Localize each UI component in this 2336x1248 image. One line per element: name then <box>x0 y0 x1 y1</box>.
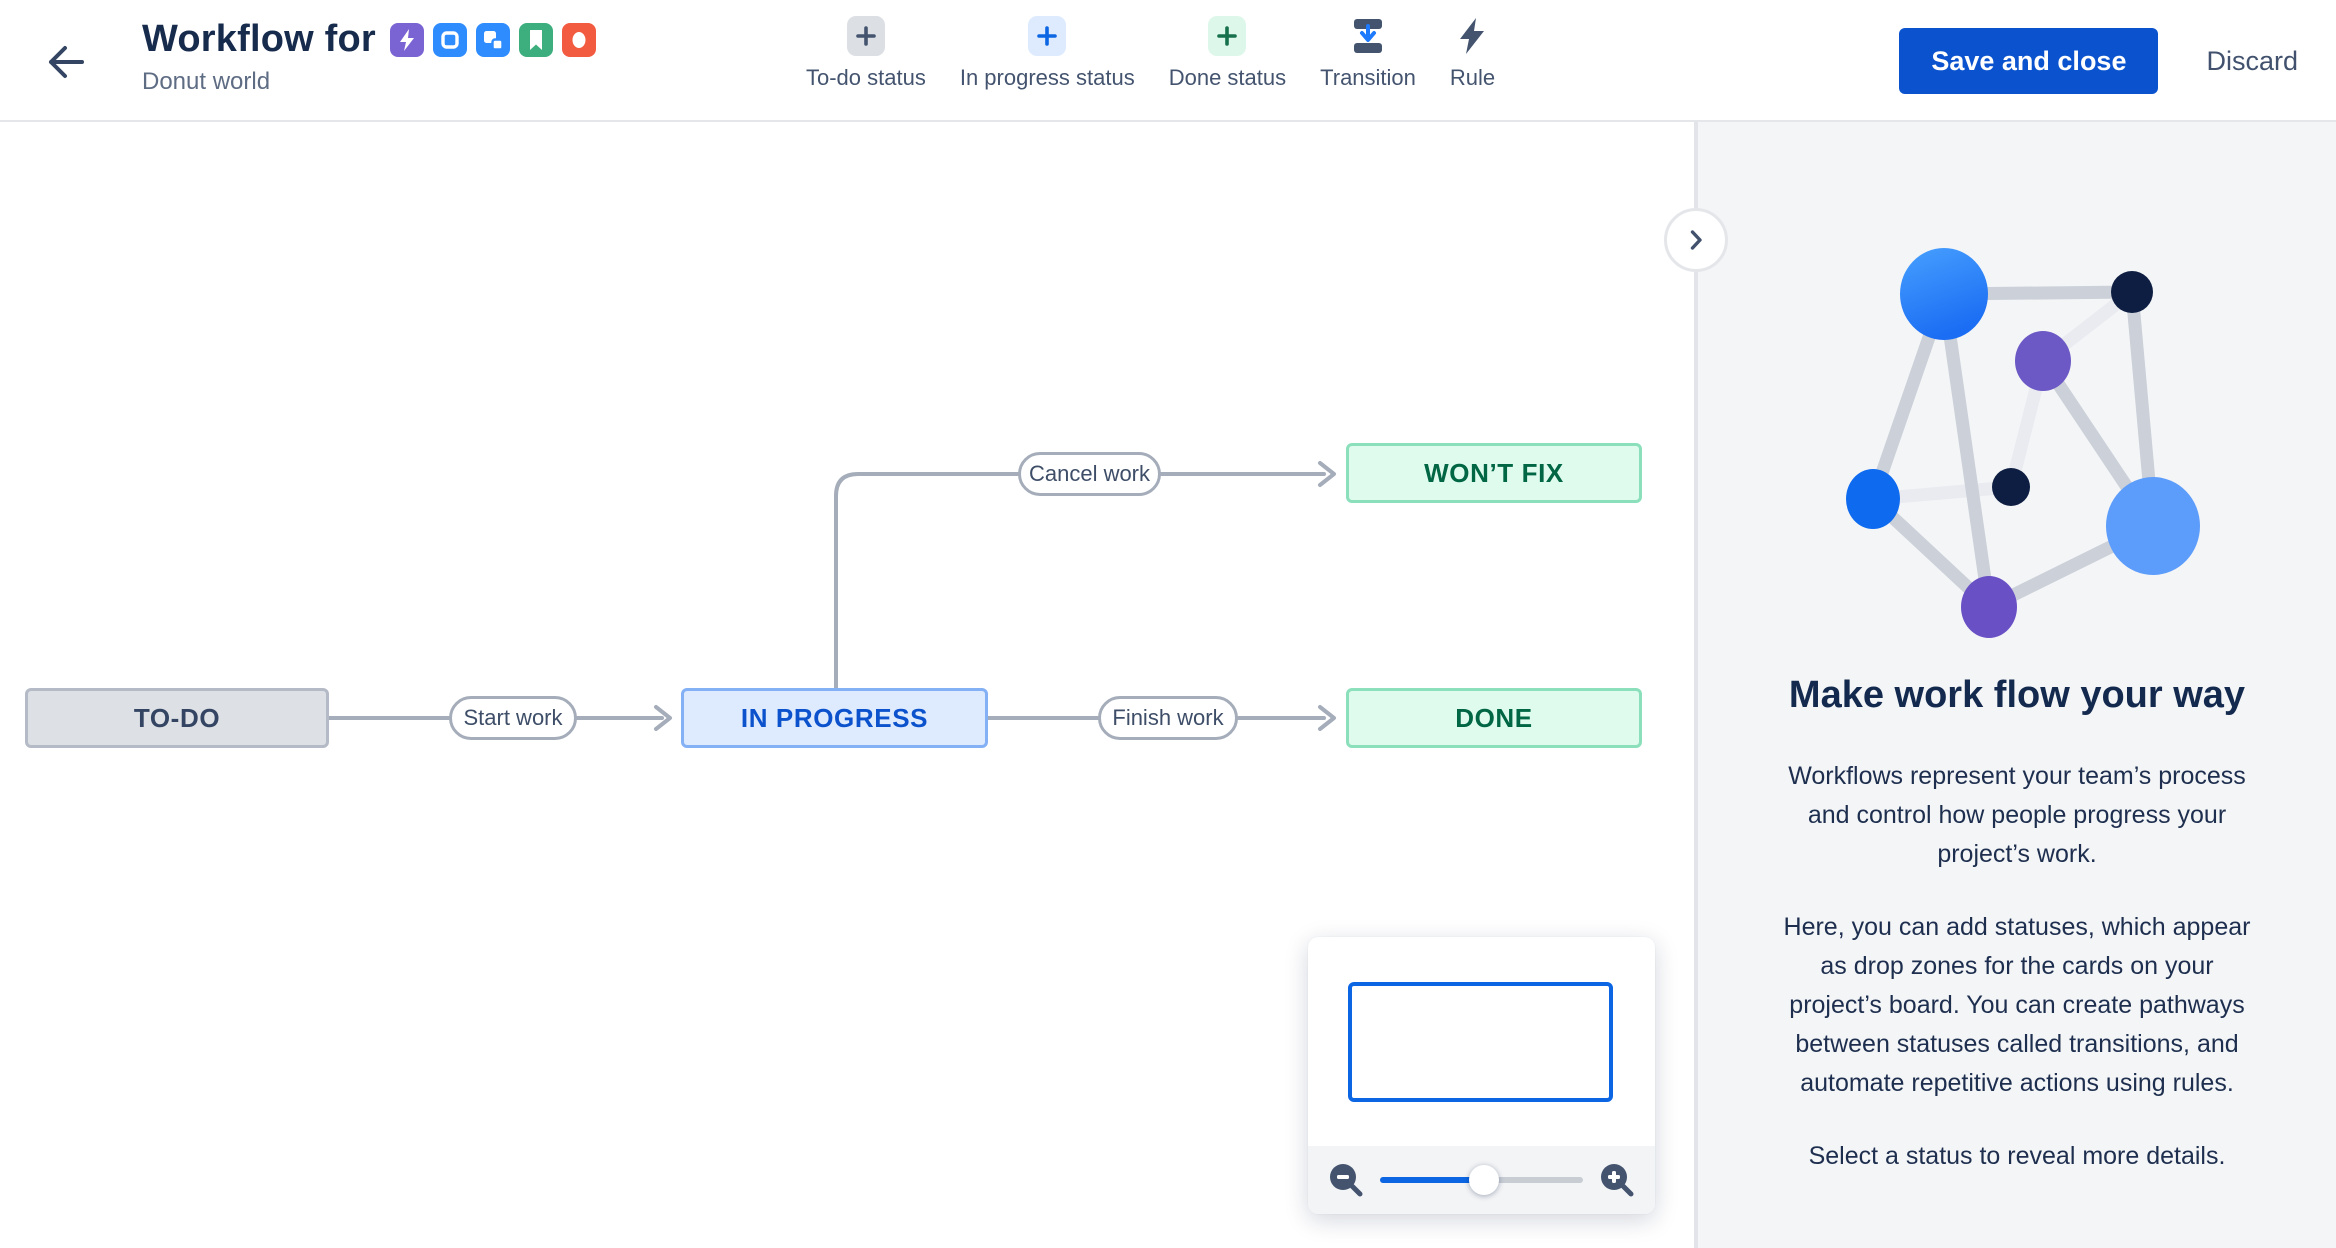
header-actions: Save and close Discard <box>1899 28 2298 94</box>
zoom-slider[interactable] <box>1380 1165 1583 1195</box>
discard-button[interactable]: Discard <box>2206 45 2298 76</box>
inprogress-plus-icon <box>1028 16 1067 56</box>
chevron-right-icon <box>1690 230 1702 250</box>
zoom-slider-handle[interactable] <box>1468 1165 1499 1195</box>
app-header: Workflow for <box>0 0 2336 122</box>
zoom-in-button[interactable] <box>1599 1162 1635 1198</box>
title-block: Workflow for <box>142 18 596 96</box>
add-transition-button[interactable]: Transition <box>1320 16 1416 91</box>
tool-label: Rule <box>1449 65 1496 90</box>
minimap-controls <box>1308 1146 1655 1214</box>
story-icon <box>518 22 553 57</box>
status-node-todo[interactable]: TO-DO <box>25 688 329 748</box>
network-illustration <box>1846 248 2200 638</box>
zoom-slider-fill <box>1380 1177 1484 1183</box>
subtask-icon <box>475 22 510 57</box>
back-arrow-icon <box>49 46 84 78</box>
tool-label: To-do status <box>806 65 926 90</box>
sidebar-paragraph: Workflows represent your team’s process … <box>1788 762 2246 868</box>
tool-label: Transition <box>1320 65 1416 90</box>
add-inprogress-status-button[interactable]: In progress status <box>960 16 1135 91</box>
zoom-out-icon <box>1330 1164 1363 1197</box>
issue-type-icons <box>389 22 596 57</box>
status-node-inprogress[interactable]: IN PROGRESS <box>681 688 988 748</box>
zoom-out-button[interactable] <box>1328 1162 1364 1198</box>
editor-toolbar: To-do status In progress status Done sta… <box>806 16 1495 91</box>
transition-icon <box>1354 19 1383 53</box>
minimap-viewport[interactable] <box>1348 982 1613 1102</box>
tool-label: In progress status <box>959 65 1135 90</box>
rule-lightning-icon <box>1459 18 1484 54</box>
task-icon <box>432 22 467 57</box>
epic-icon <box>389 22 424 57</box>
status-node-wontfix[interactable]: WON’T FIX <box>1346 443 1642 503</box>
status-node-done[interactable]: DONE <box>1346 688 1642 748</box>
tool-label: Done status <box>1168 65 1287 90</box>
add-done-status-button[interactable]: Done status <box>1169 16 1286 91</box>
project-subtitle: Donut world <box>142 68 271 95</box>
info-sidebar: Make work flow your way Workflows repres… <box>1664 122 2336 1248</box>
save-and-close-button[interactable]: Save and close <box>1899 28 2159 94</box>
add-rule-button[interactable]: Rule <box>1450 16 1495 91</box>
done-plus-icon <box>1208 16 1247 56</box>
sidebar-paragraph: Select a status to reveal more details. <box>1808 1142 2226 1170</box>
transition-finish-work[interactable]: Finish work <box>1098 696 1238 740</box>
collapse-panel-button[interactable] <box>1664 208 1728 272</box>
workflow-canvas[interactable]: TO-DO IN PROGRESS WON’T FIX DONE Start w… <box>0 122 1694 1248</box>
back-button[interactable] <box>40 36 92 88</box>
bug-icon <box>561 22 596 57</box>
zoom-in-icon <box>1601 1164 1634 1197</box>
add-todo-status-button[interactable]: To-do status <box>806 16 926 91</box>
sidebar-heading: Make work flow your way <box>1788 674 2246 716</box>
sidebar-paragraph: Here, you can add statuses, which appear… <box>1783 913 2251 1097</box>
minimap <box>1308 937 1655 1214</box>
todo-plus-icon <box>846 16 885 56</box>
workflow-edges <box>327 461 1336 731</box>
transition-start-work[interactable]: Start work <box>449 696 577 740</box>
page-title: Workflow for <box>142 18 376 60</box>
transition-cancel-work[interactable]: Cancel work <box>1018 452 1161 496</box>
